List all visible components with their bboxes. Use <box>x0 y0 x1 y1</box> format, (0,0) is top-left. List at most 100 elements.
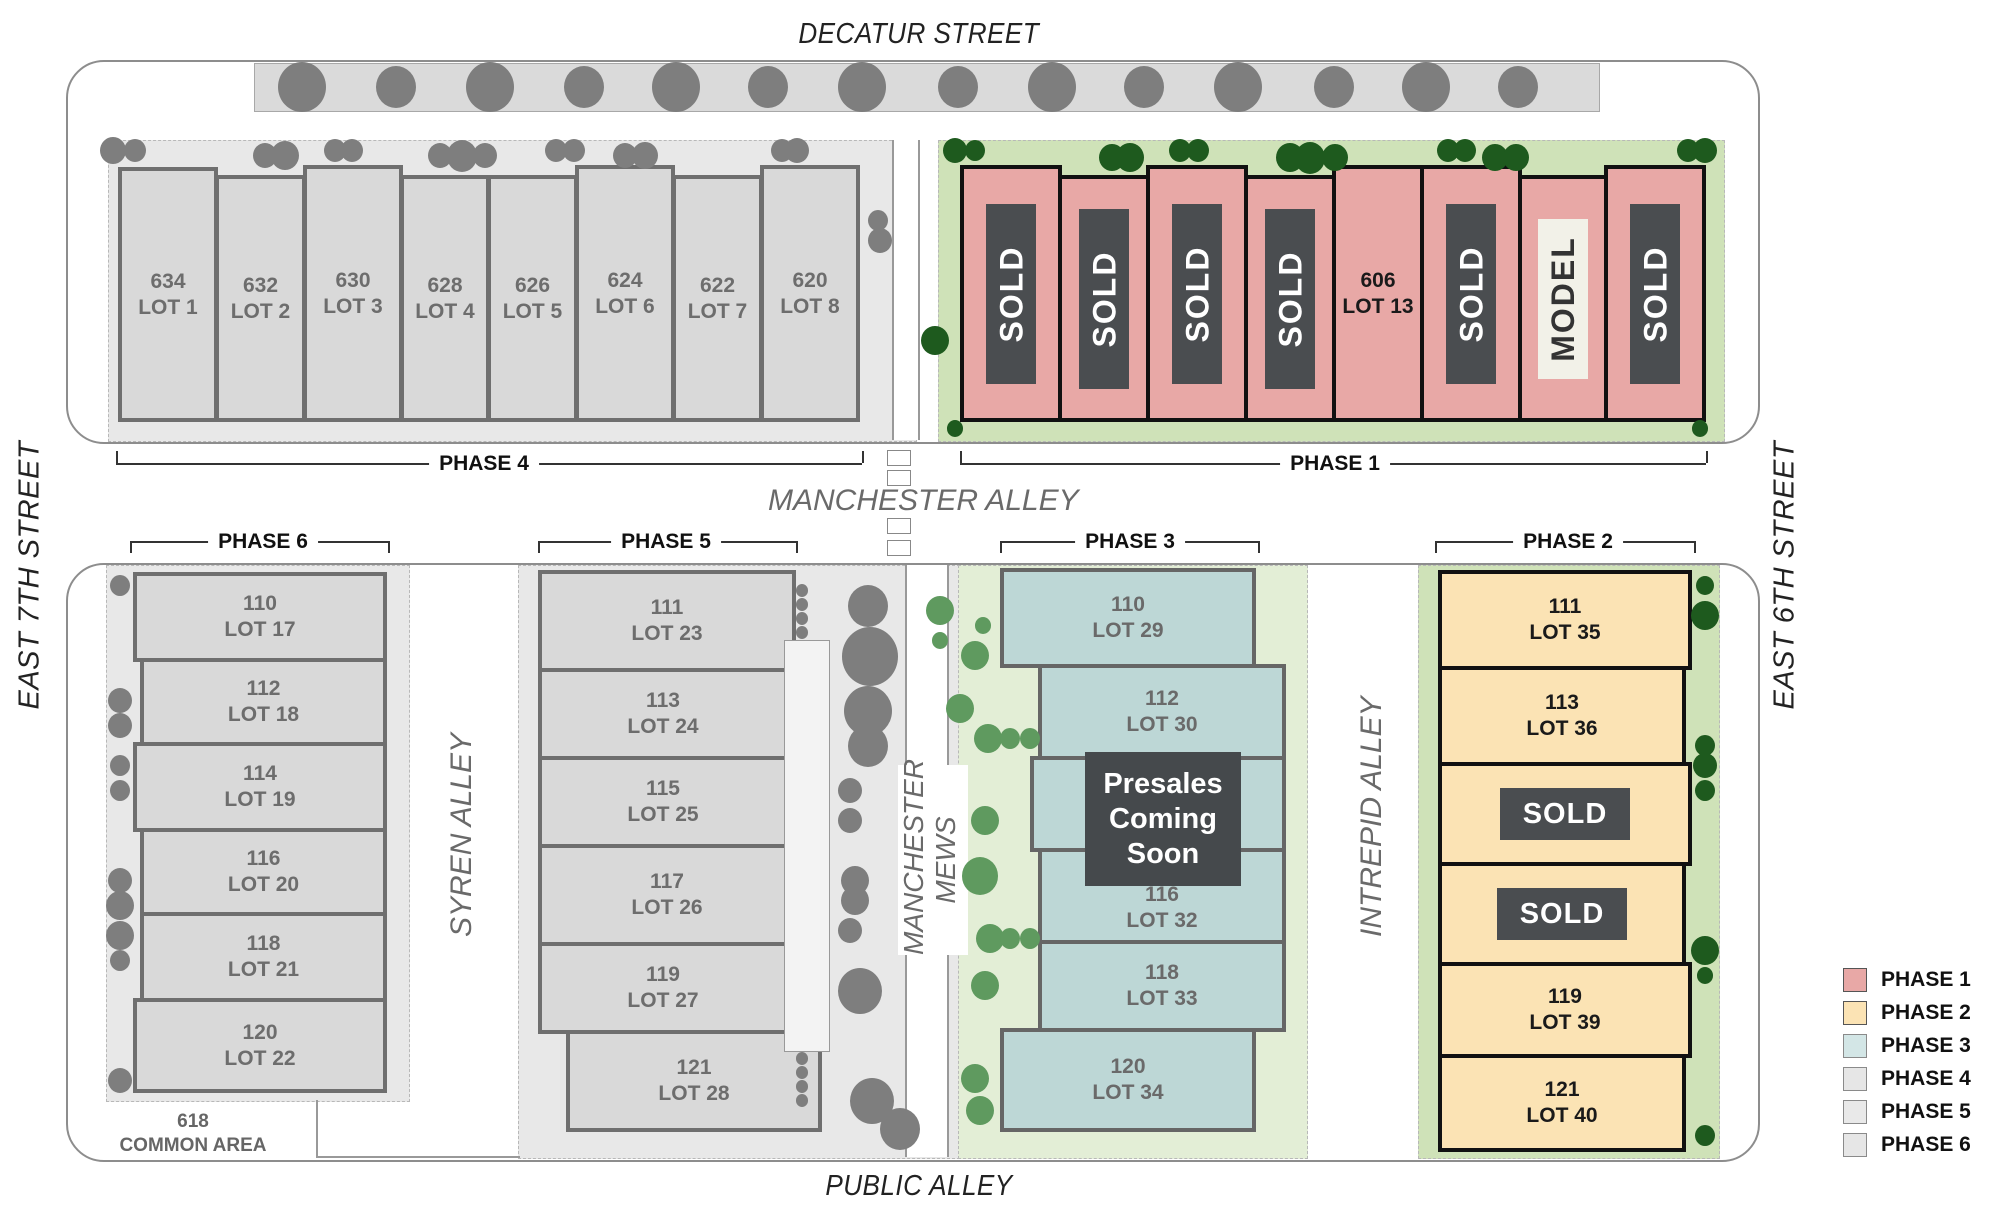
legend-item-phase-1: PHASE 1 <box>1843 968 1971 992</box>
lot-address: 114 <box>243 762 277 785</box>
tree-icon <box>108 868 132 894</box>
tree-icon <box>545 139 567 163</box>
manchester-alley-label: MANCHESTER ALLEY <box>768 484 1079 517</box>
legend-label: PHASE 2 <box>1881 1001 1971 1024</box>
lot-phase1-6[interactable]: SOLD <box>1420 165 1522 422</box>
mews-line2: MEWS <box>930 816 961 904</box>
phase6-label: PHASE 6 <box>208 530 318 554</box>
tree-icon <box>1695 735 1715 756</box>
lot-number: LOT 24 <box>627 715 699 738</box>
street-tree-icon <box>838 62 886 113</box>
presales-line3: Soon <box>1126 837 1200 870</box>
phase-bracket-tick <box>538 541 540 553</box>
tree-icon <box>932 632 948 649</box>
lot-number: LOT 20 <box>227 873 300 896</box>
lot-address: 628 <box>427 273 463 297</box>
tree-icon <box>473 143 497 169</box>
crosswalk-block <box>887 540 911 556</box>
legend-swatch <box>1843 1034 1867 1058</box>
legend-item-phase-5: PHASE 5 <box>1843 1100 1971 1124</box>
tree-icon <box>962 857 998 895</box>
tree-icon <box>1000 728 1020 749</box>
phase1-label: PHASE 1 <box>1280 452 1390 476</box>
lot-number: LOT 5 <box>502 299 563 323</box>
street-tree-icon <box>466 62 514 113</box>
tree-icon <box>796 612 808 625</box>
lot-number: LOT 8 <box>780 294 840 318</box>
tree-icon <box>838 968 882 1015</box>
lot-address: 118 <box>246 932 281 955</box>
lot-number: LOT 34 <box>1092 1081 1164 1104</box>
lot-phase1-1[interactable]: SOLD <box>960 165 1062 422</box>
legend-label: PHASE 1 <box>1881 968 1971 991</box>
phase3-label: PHASE 3 <box>1075 530 1185 554</box>
tree-icon <box>796 1094 808 1107</box>
lot-address: 630 <box>335 268 371 292</box>
lot-address: 121 <box>1544 1078 1580 1101</box>
lot-number: LOT 39 <box>1529 1011 1601 1034</box>
lot-number: LOT 4 <box>415 299 475 323</box>
lot-number: LOT 7 <box>687 299 748 323</box>
lot-phase1-2[interactable]: SOLD <box>1058 175 1150 422</box>
tree-icon <box>796 584 808 597</box>
phase2-label: PHASE 2 <box>1513 530 1623 554</box>
tree-icon <box>106 891 134 921</box>
lot-phase1-model[interactable]: MODEL <box>1518 175 1608 422</box>
crosswalk-block <box>887 518 911 534</box>
legend-swatch <box>1843 1067 1867 1091</box>
legend-swatch <box>1843 1100 1867 1124</box>
lot-address: 116 <box>246 847 281 870</box>
lot-phase2-sold-1[interactable]: SOLD <box>1438 762 1692 866</box>
street-tree-icon <box>1402 62 1450 113</box>
tree-icon <box>110 755 130 776</box>
lot-address: 110 <box>243 592 277 615</box>
street-label-decatur: DECATUR STREET <box>798 18 1040 50</box>
lot-address: 112 <box>1145 687 1179 710</box>
legend-swatch <box>1843 1001 1867 1025</box>
crosswalk-block <box>887 470 911 486</box>
tree-icon <box>324 139 346 163</box>
tree-icon <box>1322 144 1348 172</box>
tree-icon <box>1697 967 1713 984</box>
lot-phase1-4[interactable]: SOLD <box>1244 175 1336 422</box>
legend-label: PHASE 3 <box>1881 1034 1971 1057</box>
tree-icon <box>976 924 1004 954</box>
common-area-name: COMMON AREA <box>119 1135 267 1156</box>
street-label-east-7th: EAST 7TH STREET <box>13 440 46 710</box>
lot-phase1-3[interactable]: SOLD <box>1146 165 1248 422</box>
phase-bracket-tick <box>1706 451 1708 463</box>
common-area-address: 618 <box>177 1111 209 1132</box>
lot-phase2-sold-2[interactable]: SOLD <box>1438 862 1686 966</box>
phase-bracket-tick <box>796 541 798 553</box>
lot-phase1-8[interactable]: SOLD <box>1604 165 1706 422</box>
